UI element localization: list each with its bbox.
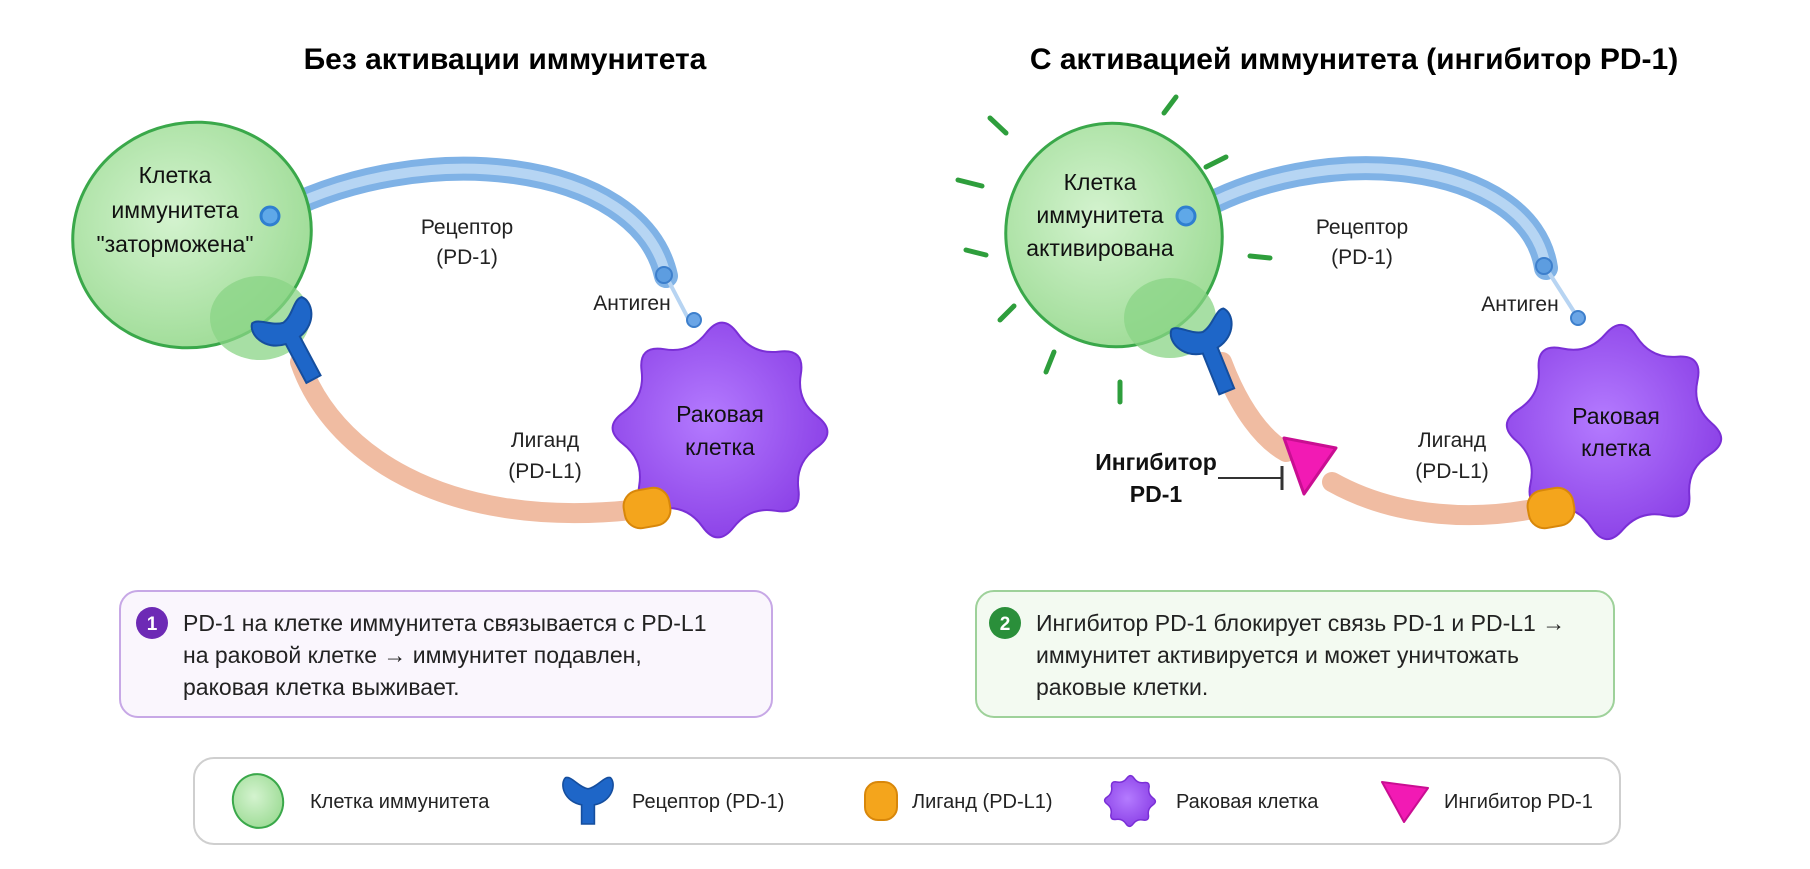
receptor-pd1-icon [1169, 307, 1236, 396]
antigen-label: Антиген [1481, 293, 1558, 316]
legend-immune-cell-label: Клетка иммунитета [310, 791, 490, 813]
left-title: Без активации иммунитета [304, 43, 707, 76]
receptor-label-1: Рецептор [421, 216, 513, 239]
left-note-badge [136, 607, 168, 639]
immune-cell-label-3: "заторможена" [96, 231, 253, 257]
ligand-link-upper [1212, 352, 1296, 462]
legend: Клетка иммунитета Рецептор (PD-1) Лиганд… [193, 757, 1621, 845]
receptor-label-1: Рецептор [1316, 216, 1408, 239]
right-note-number: 2 [1000, 614, 1011, 635]
left-note-line-1: PD-1 на клетке иммунитета связывается с … [183, 610, 707, 636]
cancer-antigen-dot [1570, 310, 1586, 326]
cancer-cell-label-2: клетка [1581, 435, 1651, 461]
antigen-stem [664, 275, 692, 323]
left-note-number: 1 [147, 614, 158, 635]
antigen-dot [655, 266, 673, 284]
ligand-pdl1-icon [1526, 486, 1576, 530]
legend-cancer-cell-icon [1103, 774, 1157, 828]
right-note-line-2: иммунитет активируется и может уничтожат… [1036, 642, 1519, 668]
ligand-link-lower [1322, 472, 1548, 526]
legend-box [193, 757, 1621, 845]
activation-rays [955, 94, 1273, 405]
legend-inhibitor-icon [1381, 781, 1429, 823]
receptor-anchor-dot [1175, 205, 1197, 227]
ligand-label-1: Лиганд [511, 429, 579, 452]
inhibitor-label-2: PD-1 [1130, 481, 1183, 507]
legend-inhibitor-label: Ингибитор PD-1 [1444, 791, 1593, 813]
left-panel: Без активации иммунитета Клетка иммуните… [71, 43, 829, 718]
antigen-label: Антиген [593, 292, 670, 315]
immune-cell-label-2: иммунитета [111, 197, 238, 223]
legend-immune-cell-icon [231, 773, 285, 829]
cancer-antigen-dot [686, 312, 702, 328]
ligand-label-1: Лиганд [1418, 429, 1486, 452]
antigen-dot [1535, 257, 1553, 275]
immune-cell-label-3: активирована [1026, 235, 1174, 261]
right-note-line-3: раковые клетки. [1036, 674, 1208, 700]
cancer-cell-label-1: Раковая [676, 401, 764, 427]
left-note-line-2: на раковой клетке → иммунитет подавлен, [183, 642, 642, 668]
cancer-cell [611, 321, 829, 539]
legend-ligand-label: Лиганд (PD-L1) [912, 791, 1053, 813]
legend-receptor-label: Рецептор (PD-1) [632, 791, 784, 813]
right-panel: С активацией иммунитета (ингибитор PD-1)… [955, 43, 1723, 718]
right-title: С активацией иммунитета (ингибитор PD-1) [1030, 43, 1678, 76]
receptor-label-2: (PD-1) [1331, 246, 1393, 269]
immune-cell-label-1: Клетка [139, 162, 212, 188]
immune-cell-label-2: иммунитета [1036, 202, 1163, 228]
receptor-label-2: (PD-1) [436, 246, 498, 269]
right-note-line-1: Ингибитор PD-1 блокирует связь PD-1 и PD… [1036, 610, 1565, 636]
antigen-stem [1544, 266, 1580, 320]
legend-cancer-cell-label: Раковая клетка [1176, 791, 1319, 813]
left-note-line-3: раковая клетка выживает. [183, 674, 459, 700]
receptor-anchor-dot [259, 205, 281, 227]
legend-ligand-icon [864, 781, 898, 821]
receptor-pd1-icon [250, 296, 322, 385]
cancer-cell-label-1: Раковая [1572, 403, 1660, 429]
ligand-link [290, 352, 642, 524]
immune-cell-label-1: Клетка [1064, 169, 1137, 195]
cancer-cell [1505, 323, 1723, 541]
left-note-box [119, 590, 773, 718]
inhibitor-pd1-icon [1282, 436, 1338, 496]
ligand-label-2: (PD-L1) [1415, 460, 1489, 483]
cancer-cell-label-2: клетка [685, 434, 755, 460]
legend-receptor-icon [562, 776, 614, 825]
right-note-box [975, 590, 1615, 718]
ligand-pdl1-icon [622, 486, 672, 530]
inhibitor-label-1: Ингибитор [1095, 449, 1217, 475]
ligand-label-2: (PD-L1) [508, 460, 582, 483]
right-note-badge [989, 607, 1021, 639]
